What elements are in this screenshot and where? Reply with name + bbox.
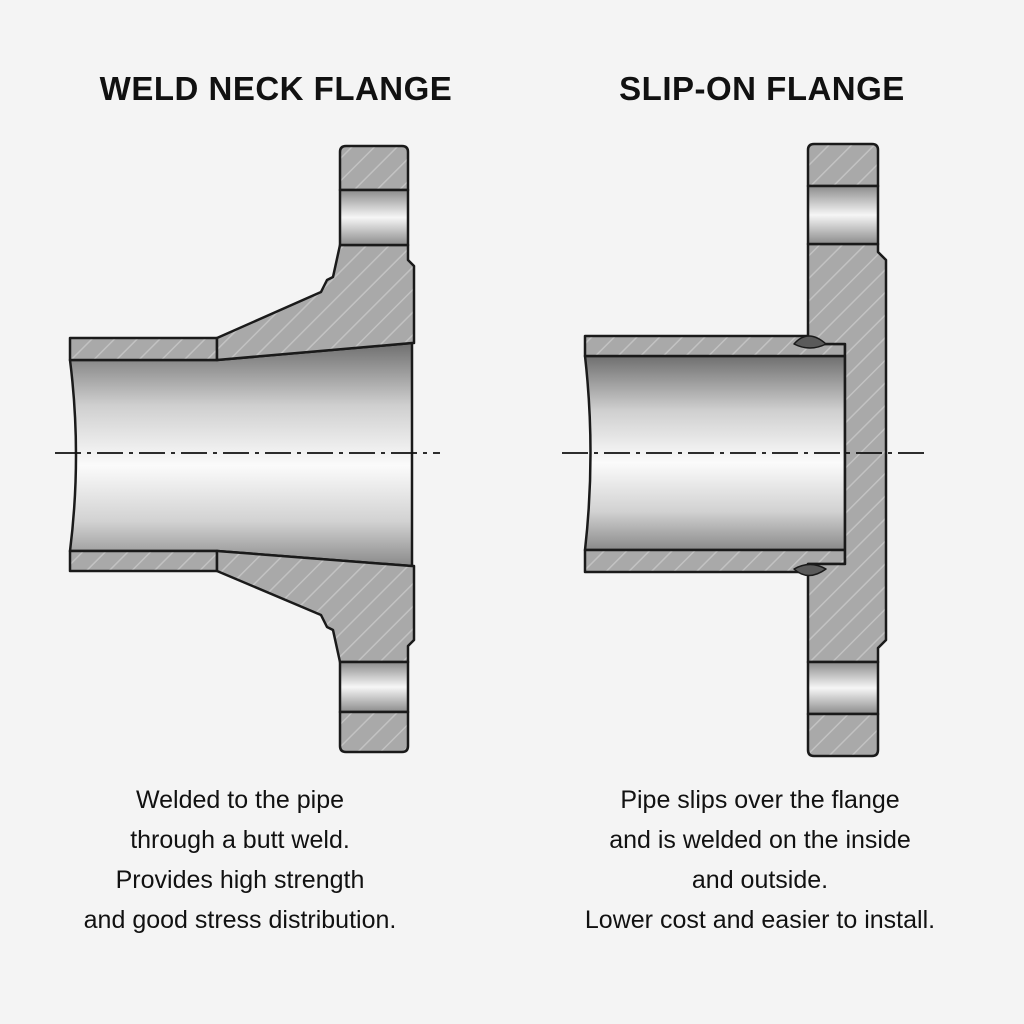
weld-neck-description-line: Provides high strength xyxy=(115,866,365,894)
slip-on-description-line: Pipe slips over the flange xyxy=(620,786,900,814)
weld-neck-description-line: Welded to the pipe xyxy=(135,786,345,814)
slip-on-description: Pipe slips over the flange and is welded… xyxy=(504,780,1016,940)
slip-on-panel: SLIP-ON FLANGE Pipe slips over the flang… xyxy=(512,0,1024,1024)
slip-on-flange-top xyxy=(806,142,880,188)
slip-on-flange-bottom xyxy=(806,712,880,758)
slip-on-bolt-hole-bottom xyxy=(806,660,880,716)
slip-on-weld-top xyxy=(793,335,827,349)
weld-neck-panel: WELD NECK FLANGE Welded to the pipe thro… xyxy=(0,70,496,940)
slip-on-title: SLIP-ON FLANGE xyxy=(619,70,905,107)
weld-neck-title: WELD NECK FLANGE xyxy=(99,70,453,107)
weld-neck-description: Welded to the pipe through a butt weld. … xyxy=(0,780,496,940)
weld-neck-description-line: through a butt weld. xyxy=(130,826,350,854)
slip-on-description-line: and outside. xyxy=(691,866,829,894)
weld-neck-flange-bottom xyxy=(338,710,410,754)
weld-neck-flange-drawing xyxy=(55,144,440,754)
weld-neck-bolt-hole-top xyxy=(338,188,410,247)
slip-on-weld-bottom xyxy=(793,563,827,577)
weld-neck-flange-body-top xyxy=(215,243,416,362)
weld-neck-description-line: and good stress distribution. xyxy=(83,906,397,934)
slip-on-description-line: and is welded on the inside xyxy=(609,826,911,854)
slip-on-description-line: Lower cost and easier to install. xyxy=(584,906,936,934)
slip-on-flange-drawing xyxy=(562,142,930,758)
weld-neck-flange-top xyxy=(338,144,410,192)
slip-on-bolt-hole-top xyxy=(806,184,880,246)
weld-neck-bolt-hole-bottom xyxy=(338,660,410,714)
